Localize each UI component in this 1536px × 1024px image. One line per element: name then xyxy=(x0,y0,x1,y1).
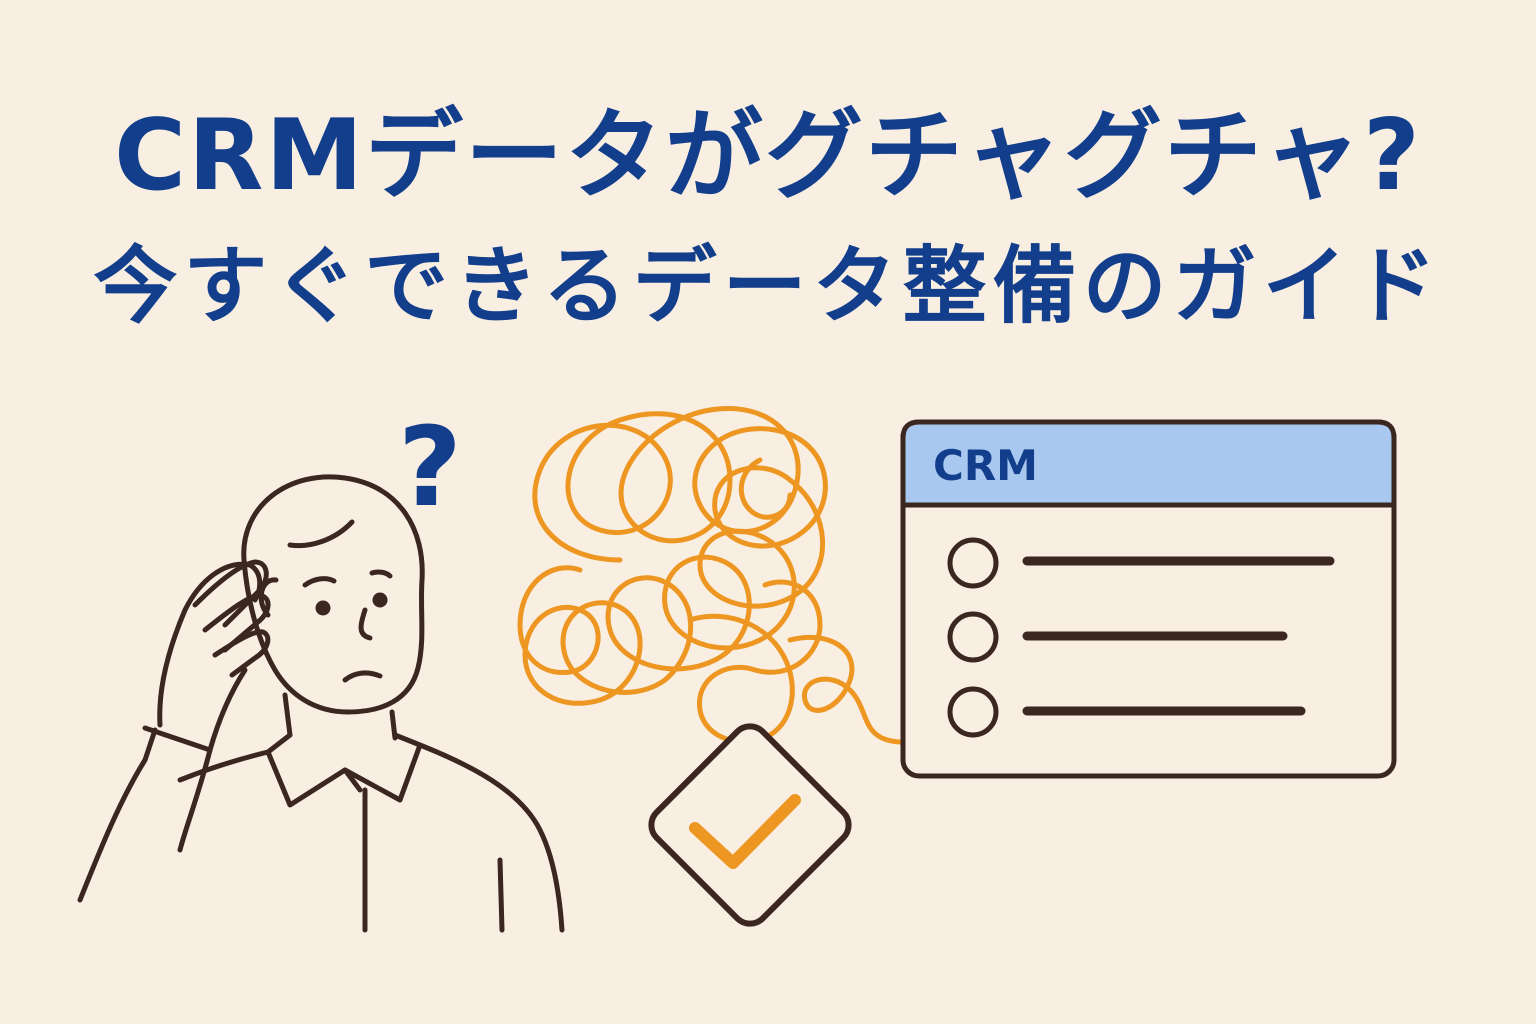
right-eyebrow xyxy=(369,569,393,579)
left-eyebrow xyxy=(302,576,337,588)
crm-list-lines xyxy=(1022,556,1335,716)
list-item-3-bullet-icon xyxy=(947,686,999,738)
finger-1 xyxy=(192,559,269,628)
crm-list-icons xyxy=(947,537,999,738)
hair xyxy=(287,519,355,549)
crm-window: CRM xyxy=(900,419,1397,779)
right-eye xyxy=(372,592,388,608)
shirt-fold xyxy=(497,857,505,933)
left-eye xyxy=(315,600,331,616)
nose xyxy=(358,607,373,641)
finger-3 xyxy=(212,629,271,678)
finger-2 xyxy=(202,592,271,653)
shirt-left-body xyxy=(177,749,271,783)
confused-person-illustration: ? xyxy=(77,403,565,933)
question-mark: ? xyxy=(398,403,462,531)
headline-line-1: CRMデータがグチャグチャ? xyxy=(114,99,1422,213)
tangled-line-icon xyxy=(517,406,903,745)
checkmark-diamond-icon xyxy=(648,723,852,927)
collar-left-point xyxy=(342,767,363,793)
neck xyxy=(282,692,293,738)
sleeve-cuff xyxy=(142,725,213,753)
list-item-2-bullet-icon xyxy=(947,611,999,663)
raised-arm-sleeve xyxy=(77,727,158,903)
crm-window-header xyxy=(900,419,1397,508)
list-item-1-bullet-icon xyxy=(947,537,999,589)
sleeve-inner xyxy=(177,747,213,853)
hand-wrist xyxy=(207,667,248,753)
crm-window-title: CRM xyxy=(933,441,1038,490)
shirt-body xyxy=(417,742,565,933)
headline-line-2: 今すぐできるデータ整備のガイド xyxy=(93,237,1443,335)
head-outline xyxy=(241,474,425,715)
hand-palm xyxy=(157,561,263,728)
mouth xyxy=(342,670,383,683)
